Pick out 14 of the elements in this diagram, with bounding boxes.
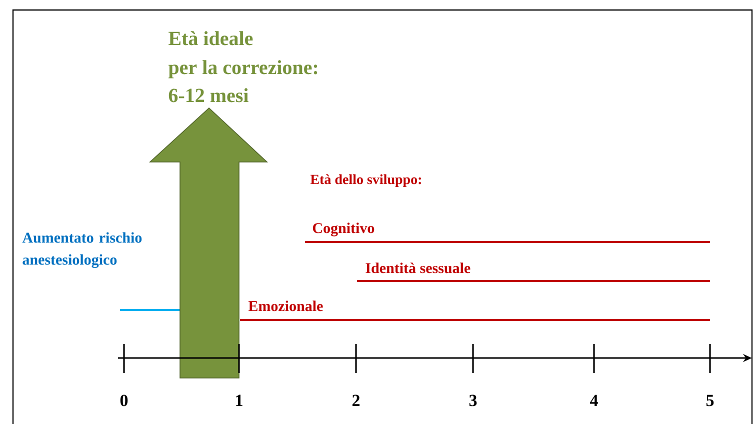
tick-label: 1 <box>236 394 242 406</box>
section-title: Età dello sviluppo: <box>310 174 421 187</box>
bar-label: Identità sessuale <box>366 262 470 274</box>
bar-label: Emozionale <box>248 300 323 312</box>
heading: 6-12 mesi <box>168 88 248 102</box>
heading: per la correzione: <box>168 60 318 78</box>
tick-label: 2 <box>352 394 360 406</box>
tick-label: 4 <box>590 394 598 406</box>
risk-label: Aumentato rischio anestesiologico <box>22 232 142 268</box>
tick-label: 0 <box>120 394 128 406</box>
bar-label: Cognitivo <box>312 222 374 236</box>
heading: Età ideale <box>168 31 253 46</box>
tick-label: 3 <box>469 394 477 406</box>
tick-label: 5 <box>706 394 714 406</box>
